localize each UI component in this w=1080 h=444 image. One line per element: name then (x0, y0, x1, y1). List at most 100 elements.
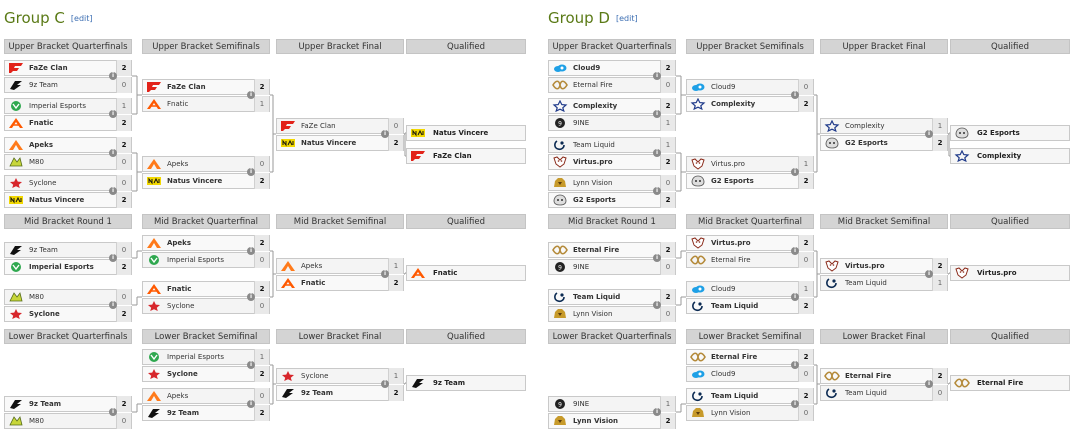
match-info-icon[interactable]: i (653, 110, 661, 118)
match-info-icon[interactable]: i (247, 293, 255, 301)
edit-link[interactable]: [edit] (70, 14, 93, 23)
match-info-icon[interactable]: i (791, 293, 799, 301)
match-info-icon[interactable]: i (653, 301, 661, 309)
qualified-team[interactable]: Virtus.pro (950, 265, 1070, 281)
match-info-icon[interactable]: i (381, 130, 389, 138)
match-info-icon[interactable]: i (925, 270, 933, 278)
match-info-icon[interactable]: i (653, 72, 661, 80)
match-info-icon[interactable]: i (791, 400, 799, 408)
match-info-icon[interactable]: i (247, 400, 255, 408)
match-info-icon[interactable]: i (653, 408, 661, 416)
match-info-icon[interactable]: i (109, 187, 117, 195)
match-info-icon[interactable]: i (109, 254, 117, 262)
edit-link[interactable]: [edit] (616, 14, 638, 23)
match-info-icon[interactable]: i (791, 361, 799, 369)
match-info-icon[interactable]: i (925, 380, 933, 388)
match-info-icon[interactable]: i (791, 247, 799, 255)
match-info-icon[interactable]: i (247, 91, 255, 99)
match-info-icon[interactable]: i (925, 130, 933, 138)
match-info-icon[interactable]: i (381, 380, 389, 388)
qualified-team[interactable]: Complexity (950, 148, 1070, 164)
match-info-icon[interactable]: i (653, 254, 661, 262)
match-info-icon[interactable]: i (247, 247, 255, 255)
match-info-icon[interactable]: i (109, 72, 117, 80)
match-info-icon[interactable]: i (109, 110, 117, 118)
qualified-team[interactable]: Eternal Fire (950, 375, 1070, 391)
match-info-icon[interactable]: i (247, 361, 255, 369)
match-info-icon[interactable]: i (791, 91, 799, 99)
match-info-icon[interactable]: i (653, 149, 661, 157)
match-info-icon[interactable]: i (109, 301, 117, 309)
qualified-team[interactable]: G2 Esports (950, 125, 1070, 141)
match-info-icon[interactable]: i (653, 187, 661, 195)
match-info-icon[interactable]: i (381, 270, 389, 278)
qualified-team[interactable]: FaZe Clan (406, 148, 526, 164)
match-info-icon[interactable]: i (791, 168, 799, 176)
match-info-icon[interactable]: i (109, 408, 117, 416)
qualified-team[interactable]: Natus Vincere (406, 125, 526, 141)
qualified-team[interactable]: 9z Team (406, 375, 526, 391)
match-info-icon[interactable]: i (247, 168, 255, 176)
qualified-team[interactable]: Fnatic (406, 265, 526, 281)
